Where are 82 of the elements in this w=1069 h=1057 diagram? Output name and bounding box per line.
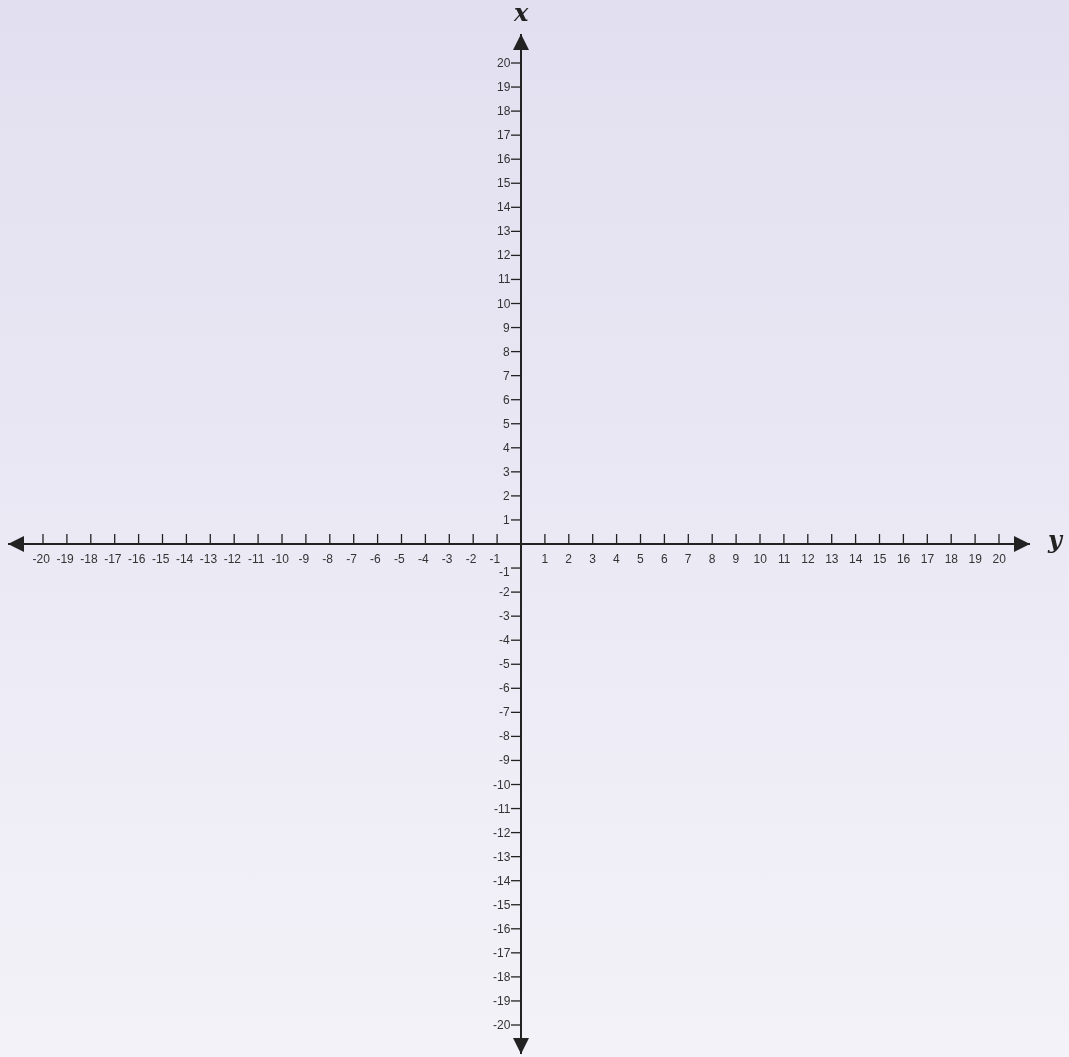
tick-label: -2 [465,552,477,566]
tick-label: 4 [613,552,620,566]
tick-label: -13 [199,552,218,566]
tick-label: -3 [499,609,510,624]
tick-label: 10 [753,552,767,566]
tick-label: -13 [493,849,511,864]
tick-label: 13 [497,224,511,239]
tick-label: -8 [499,729,510,744]
tick-label: 18 [497,104,511,119]
tick-label: -18 [493,969,511,984]
axis-label: x [514,0,529,26]
tick-label: 16 [896,552,911,566]
tick-label: -15 [152,552,170,566]
tick-label: 11 [777,552,791,566]
tick-label: -20 [32,552,50,566]
tick-label: -5 [499,657,510,672]
tick-label: 3 [589,552,596,566]
tick-label: -16 [493,921,511,936]
tick-label: -4 [417,552,429,566]
tick-label: 17 [497,128,511,143]
tick-label: 18 [944,552,959,566]
tick-label: 19 [497,80,511,95]
tick-label: 10 [497,296,511,311]
tick-label: -20 [493,1018,511,1032]
tick-label: -10 [493,777,511,792]
tick-label: 4 [503,440,510,455]
tick-label: -5 [394,552,405,566]
tick-label: -9 [499,753,510,768]
tick-label: -11 [248,552,265,566]
tick-label: 20 [992,552,1006,566]
tick-label: -1 [499,565,510,580]
tick-label: 8 [708,552,716,566]
tick-label: -17 [104,552,122,566]
tick-label: -1 [489,552,501,566]
tick-label: -10 [271,552,289,566]
tick-label: 20 [497,56,511,70]
tick-label: -18 [80,552,98,566]
tick-label: -16 [128,552,146,566]
tick-label: 8 [503,344,510,359]
tick-label: -19 [493,993,511,1008]
tick-label: -3 [441,552,453,566]
tick-label: 2 [565,552,572,566]
tick-label: 12 [801,552,815,566]
tick-label: -19 [56,552,74,566]
tick-label: 7 [503,368,510,383]
tick-label: 5 [637,552,644,566]
tick-label: 7 [684,552,692,566]
tick-label: 14 [497,200,511,215]
tick-label: 15 [873,552,887,566]
tick-label: -2 [499,585,510,600]
tick-label: 1 [503,512,510,527]
tick-label: 9 [732,552,740,566]
tick-label: 13 [825,552,839,566]
tick-label: 19 [968,552,982,566]
tick-label: -14 [493,873,511,888]
tick-label: -12 [223,552,242,566]
tick-label: -11 [494,801,511,816]
tick-label: 16 [497,152,511,167]
tick-label: 9 [503,320,510,335]
axis-label: y [1048,527,1062,553]
tick-label: 6 [660,552,668,566]
tick-label: -12 [493,825,511,840]
tick-label: 5 [503,416,510,431]
tick-label: -17 [493,945,511,960]
tick-label: 1 [541,552,549,566]
tick-label: 2 [503,488,510,503]
tick-label: -7 [499,705,510,720]
tick-label: 12 [497,248,511,263]
tick-label: -6 [370,552,381,566]
tick-label: -7 [346,552,357,566]
tick-label: -15 [493,897,511,912]
tick-label: -8 [322,552,333,566]
tick-label: 14 [849,552,863,566]
tick-label: -4 [499,633,510,648]
tick-label: 11 [498,272,511,287]
tick-label: 15 [497,176,511,191]
tick-label: -6 [499,681,510,696]
tick-label: 3 [503,464,510,479]
tick-label: 6 [503,392,510,407]
tick-label: -9 [298,552,310,566]
tick-label: -14 [175,552,194,566]
tick-label: 17 [920,552,935,566]
